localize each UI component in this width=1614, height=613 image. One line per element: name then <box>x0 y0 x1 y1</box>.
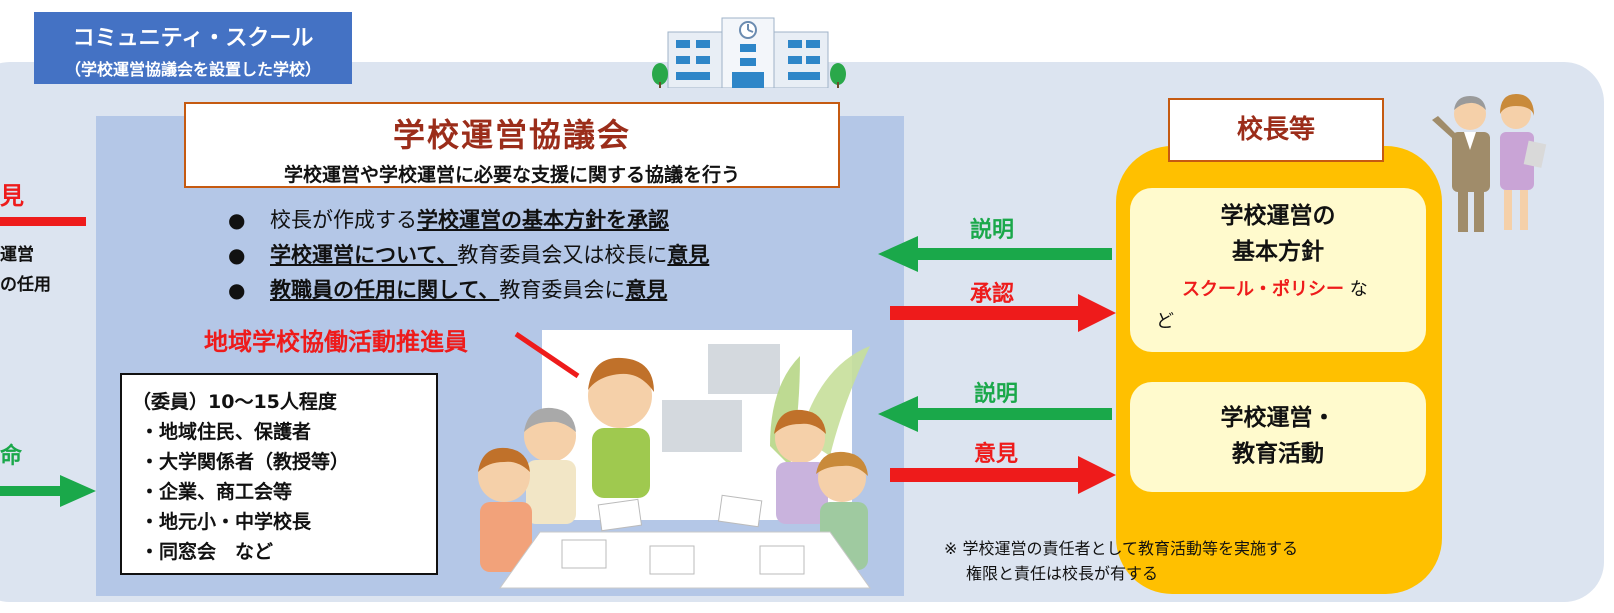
member-item: ・企業、商工会等 <box>140 481 293 503</box>
bullet-dot: ● <box>228 243 246 267</box>
operations-line2: 教育活動 <box>1232 441 1324 467</box>
green-arrow-left-top <box>878 236 1112 272</box>
red-arrow-right-approve <box>890 294 1116 332</box>
community-school-tab: コミュニティ・スクール （学校運営協議会を設置した学校） <box>34 12 352 84</box>
arrow-label-explain-top: 説明 <box>970 218 1015 243</box>
principal-label: 校長等 <box>1168 98 1384 162</box>
duty-emphasis: 意見 <box>667 243 710 267</box>
member-item: ・同窓会 など <box>140 541 274 563</box>
promoter-pointer-line <box>514 331 580 379</box>
bullet-dot: ● <box>228 208 246 232</box>
policy-example: スクール・ポリシー など <box>1130 274 1426 338</box>
responsibility-note: ※ 学校運営の責任者として教育活動等を実施する 権限と責任は校長が有する <box>944 536 1298 586</box>
community-school-subtitle: （学校運営協議会を設置した学校） <box>64 60 321 79</box>
policy-suffix-wrap: ど <box>1156 311 1174 332</box>
duty-item: ● 教職員の任用に関して、教育委員会に意見 <box>228 273 709 308</box>
community-school-title: コミュニティ・スクール <box>72 26 314 51</box>
bullet-dot: ● <box>228 278 246 302</box>
left-cutoff-appoint: 命 <box>0 444 23 469</box>
policy-line1: 学校運営の <box>1220 203 1336 229</box>
member-item: ・大学関係者（教授等） <box>140 451 350 473</box>
left-green-arrow <box>0 475 96 507</box>
council-subtitle: 学校運営や学校運営に必要な支援に関する協議を行う <box>283 164 740 186</box>
left-cutoff-line1: 運営 <box>0 245 34 265</box>
duty-text: 校長が作成する <box>270 208 417 232</box>
duty-item: ● 学校運営について、教育委員会又は校長に意見 <box>228 238 709 273</box>
note-line2: 権限と責任は校長が有する <box>966 564 1159 583</box>
duty-item: ● 校長が作成する学校運営の基本方針を承認 <box>228 203 709 238</box>
members-heading: （委員）10～15人程度 <box>132 391 337 413</box>
green-arrow-left-bottom <box>878 396 1112 432</box>
note-line1: ※ 学校運営の責任者として教育活動等を実施する <box>944 539 1299 558</box>
left-cutoff-line2: の任用 <box>0 275 51 295</box>
left-red-line <box>0 217 86 226</box>
operations-line1: 学校運営・ <box>1220 405 1336 431</box>
member-item: ・地元小・中学校長 <box>140 511 312 533</box>
school-building-icon <box>652 17 846 88</box>
promoter-label: 地域学校協働活動推進員 <box>204 328 468 356</box>
basic-policy-box: 学校運営の 基本方針 スクール・ポリシー など <box>1130 188 1426 352</box>
arrow-label-opinion: 意見 <box>974 442 1019 467</box>
duty-emphasis: 意見 <box>625 278 668 302</box>
council-title-box: 学校運営協議会 学校運営や学校運営に必要な支援に関する協議を行う <box>184 102 840 188</box>
member-item: ・地域住民、保護者 <box>140 421 312 443</box>
operations-box: 学校運営・ 教育活動 <box>1130 382 1426 492</box>
arrow-label-explain-bottom: 説明 <box>974 382 1019 407</box>
duty-emphasis: 学校運営について、 <box>270 243 458 267</box>
duty-emphasis: 学校運営の基本方針を承認 <box>417 208 669 232</box>
meeting-illustration <box>478 330 871 589</box>
left-cutoff-opinion: 見 <box>0 182 24 210</box>
council-title: 学校運営協議会 <box>392 116 631 154</box>
council-duties-list: ● 校長が作成する学校運営の基本方針を承認 ● 学校運営について、教育委員会又は校長… <box>228 203 709 308</box>
arrow-label-approve: 承認 <box>970 282 1015 307</box>
duty-text: 教育委員会又は校長に <box>457 243 668 267</box>
policy-suffix: な <box>1344 279 1368 300</box>
duty-emphasis: 教職員の任用に関して、 <box>270 278 500 302</box>
duty-text: 教育委員会に <box>499 278 626 302</box>
policy-line2: 基本方針 <box>1232 239 1324 265</box>
red-arrow-right-opinion <box>890 456 1116 494</box>
principal-people-illustration <box>1432 94 1547 232</box>
school-policy-highlight: スクール・ポリシー <box>1182 279 1344 300</box>
members-box: （委員）10～15人程度 ・地域住民、保護者 ・大学関係者（教授等） ・企業、商… <box>120 373 438 575</box>
